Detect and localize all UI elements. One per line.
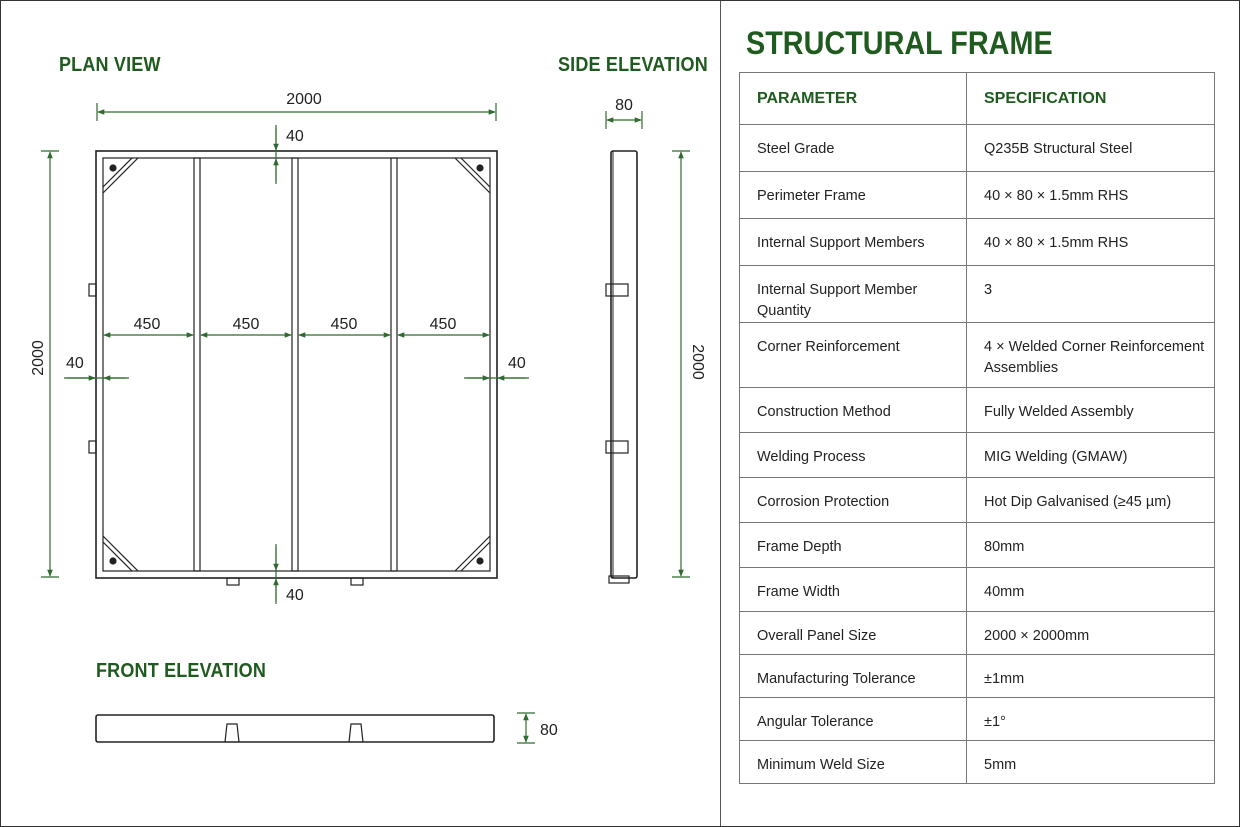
front-lug-left	[224, 723, 240, 743]
dim-bay-3: 450	[331, 316, 358, 333]
dim-bay-2: 450	[233, 316, 260, 333]
internal-member-1	[193, 157, 201, 572]
dim-side-depth: 80	[615, 97, 633, 114]
dim-overall-width: 2000	[286, 91, 322, 108]
parameter-cell: Overall Panel Size	[739, 611, 967, 655]
specification-cell: Hot Dip Galvanised (≥45 µm)	[966, 477, 1215, 523]
dim-overall-height: 2000	[30, 340, 47, 376]
parameter-cell: Internal Support Members	[739, 218, 967, 266]
parameter-cell: Perimeter Frame	[739, 171, 967, 219]
parameter-cell: Internal Support Member Quantity	[739, 265, 967, 323]
table-row: Angular Tolerance±1°	[739, 697, 1215, 741]
corner-gusset-bottom-left	[102, 535, 139, 572]
side-foot	[608, 575, 630, 584]
dim-frame-top: 40	[286, 128, 304, 145]
dim-frame-left: 40	[66, 355, 84, 372]
plan-outer-frame	[95, 150, 498, 579]
specification-cell: Q235B Structural Steel	[966, 124, 1215, 172]
internal-member-2	[291, 157, 299, 572]
side-elevation-title: SIDE ELEVATION	[558, 54, 708, 76]
header-parameter: PARAMETER	[739, 72, 967, 125]
sheet-divider	[720, 1, 721, 826]
front-dimensions	[517, 712, 535, 744]
specification-cell: 2000 × 2000mm	[966, 611, 1215, 655]
parameter-cell: Welding Process	[739, 432, 967, 478]
front-frame-body	[95, 714, 495, 743]
side-frame-body	[610, 150, 638, 579]
parameter-cell: Minimum Weld Size	[739, 740, 967, 784]
internal-member-3	[390, 157, 398, 572]
specification-cell: ±1mm	[966, 654, 1215, 698]
dim-bay-4: 450	[430, 316, 457, 333]
dim-front-depth: 80	[540, 722, 558, 739]
plan-inner-frame	[102, 157, 491, 572]
dim-frame-right: 40	[508, 355, 526, 372]
plan-dimension-labels: 2000 2000 40 40 40 40 450 450 450 450	[30, 91, 526, 604]
parameter-cell: Manufacturing Tolerance	[739, 654, 967, 698]
corner-gusset-top-right	[454, 157, 491, 194]
front-lug-right	[348, 723, 364, 743]
header-specification: SPECIFICATION	[966, 72, 1215, 125]
plan-lug-left-upper	[88, 283, 97, 297]
specification-cell: 4 × Welded Corner Reinforcement Assembli…	[966, 322, 1215, 388]
specification-cell: 40 × 80 × 1.5mm RHS	[966, 171, 1215, 219]
plan-lug-left-lower	[88, 440, 97, 454]
corner-gusset-top-left	[102, 157, 139, 194]
plan-dimensions	[41, 103, 529, 604]
specification-cell: 3	[966, 265, 1215, 323]
plan-view-title: PLAN VIEW	[59, 54, 161, 76]
specification-cell: 5mm	[966, 740, 1215, 784]
parameter-cell: Frame Depth	[739, 522, 967, 568]
side-lug-lower	[605, 440, 629, 454]
plan-view	[88, 150, 498, 586]
parameter-cell: Frame Width	[739, 567, 967, 612]
parameter-cell: Steel Grade	[739, 124, 967, 172]
specification-cell: Fully Welded Assembly	[966, 387, 1215, 433]
specification-cell: MIG Welding (GMAW)	[966, 432, 1215, 478]
plan-lug-bottom-right	[350, 577, 364, 586]
spec-title: STRUCTURAL FRAME	[746, 25, 1053, 61]
dim-bay-1: 450	[134, 316, 161, 333]
specification-cell: 40mm	[966, 567, 1215, 612]
spec-header-row: PARAMETER SPECIFICATION	[739, 72, 1215, 125]
table-row: Manufacturing Tolerance±1mm	[739, 654, 1215, 698]
parameter-cell: Corner Reinforcement	[739, 322, 967, 388]
dim-frame-bottom: 40	[286, 587, 304, 604]
front-elevation	[95, 714, 495, 743]
parameter-cell: Corrosion Protection	[739, 477, 967, 523]
corner-gusset-bottom-right	[454, 535, 491, 572]
parameter-cell: Angular Tolerance	[739, 697, 967, 741]
specification-cell: 40 × 80 × 1.5mm RHS	[966, 218, 1215, 266]
front-elevation-title: FRONT ELEVATION	[96, 660, 267, 682]
parameter-cell: Construction Method	[739, 387, 967, 433]
specification-cell: ±1°	[966, 697, 1215, 741]
plan-lug-bottom-left	[226, 577, 240, 586]
dim-side-height: 2000	[689, 344, 706, 380]
technical-drawing: 2000 2000 40 40 40 40 450 450 450 450 80…	[30, 91, 706, 744]
side-dimensions	[605, 111, 690, 578]
specification-cell: 80mm	[966, 522, 1215, 568]
side-elevation	[605, 150, 638, 584]
side-lug-upper	[605, 283, 629, 297]
